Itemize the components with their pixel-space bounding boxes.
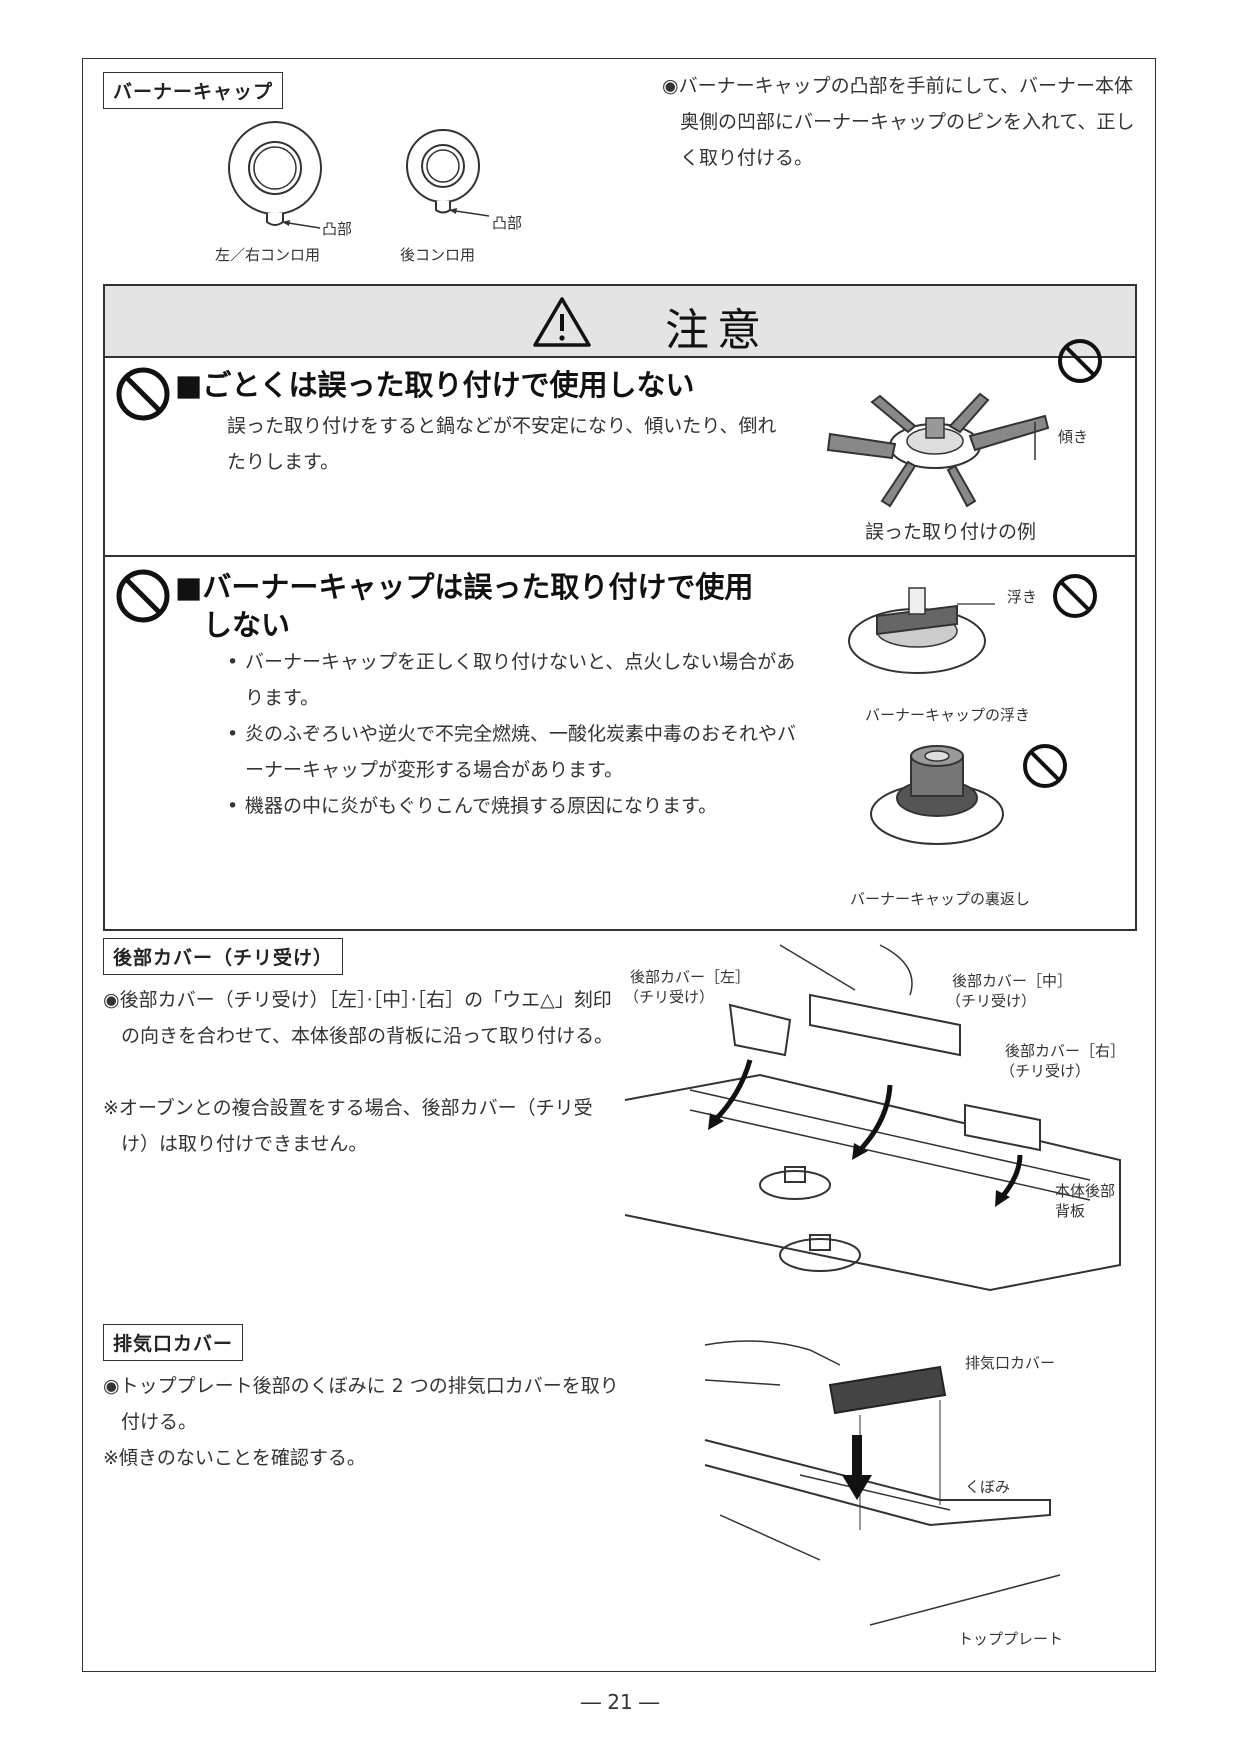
- burner-cap-rear-figure: [406, 129, 490, 217]
- page-frame: [82, 58, 1156, 1672]
- rear-cover-label: 後部カバー（チリ受け）: [103, 938, 344, 975]
- rear-cover-left-callout-2: （チリ受け）: [624, 988, 715, 1006]
- burner-upside-caption: バーナーキャップの裏返し: [850, 890, 1031, 908]
- burner-cap-instruction: ◉バーナーキャップの凸部を手前にして、バーナー本体奥側の凹部にバーナーキャップの…: [662, 75, 1135, 169]
- caution-box: 注意 ■ごとくは誤った取り付けで使用しない 誤った取り付けをすると鍋などが不安定…: [103, 284, 1137, 931]
- rear-cover-right-callout-2: （チリ受け）: [1000, 1062, 1091, 1080]
- prohibition-icon: [1053, 574, 1097, 618]
- rear-cover-back-callout-2: 背板: [1055, 1202, 1086, 1220]
- top-plate-callout: トッププレート: [958, 1630, 1064, 1648]
- page-number: ― 21 ―: [580, 1690, 660, 1714]
- rear-cover-mid-callout-2: （チリ受け）: [946, 992, 1037, 1010]
- caution-item1-title: ■ごとくは誤った取り付けで使用しない: [175, 368, 695, 402]
- exhaust-cover-callout: 排気口カバー: [965, 1354, 1056, 1372]
- caution-item2-title-line1: ■バーナーキャップは誤った取り付けで使用: [175, 570, 754, 604]
- caution-item1-body: 誤った取り付けをすると鍋などが不安定になり、傾いたり、倒れたりします。: [227, 415, 777, 473]
- caution-item2-bullets: バーナーキャップを正しく取り付けないと、点火しない場合があります。 炎のふぞろい…: [227, 644, 797, 824]
- caution-divider: [105, 555, 1135, 557]
- burner-float-label: 浮き: [1007, 588, 1038, 606]
- rear-cover-note: ※オーブンとの複合設置をする場合、後部カバー（チリ受け）は取り付けできません。: [103, 1097, 593, 1155]
- rear-cover-right-callout-1: 後部カバー［右］: [1005, 1042, 1126, 1060]
- burner-cap-upside-down-figure: [870, 745, 1004, 845]
- burner-cap-left-figure: [228, 121, 322, 229]
- prohibition-icon: [116, 569, 170, 623]
- burner-cap-rear-callout: 凸部: [492, 214, 523, 232]
- grate-tilted-figure: [826, 392, 1050, 508]
- prohibition-icon: [116, 367, 170, 421]
- caution-header: 注意: [105, 286, 1135, 358]
- exhaust-cover-instruction: ◉トッププレート後部のくぼみに 2 つの排気口カバーを取り付ける。: [103, 1375, 619, 1433]
- burner-cap-label: バーナーキャップ: [103, 72, 284, 109]
- rear-cover-mid-callout-1: 後部カバー［中］: [952, 972, 1073, 990]
- exhaust-recess-callout: くぼみ: [965, 1478, 1011, 1496]
- grate-tilt-label: 傾き: [1058, 428, 1089, 446]
- rear-cover-back-callout-1: 本体後部: [1055, 1182, 1116, 1200]
- bullet-item: バーナーキャップを正しく取り付けないと、点火しない場合があります。: [227, 644, 797, 716]
- rear-cover-left-callout-1: 後部カバー［左］: [630, 968, 751, 986]
- rear-cover-illustration: [624, 944, 1121, 1292]
- burner-cap-floating-figure: [848, 587, 995, 674]
- prohibition-icon: [1058, 339, 1102, 383]
- bullet-item: 機器の中に炎がもぐりこんで焼損する原因になります。: [227, 788, 797, 824]
- grate-fig-caption: 誤った取り付けの例: [865, 521, 1037, 543]
- bullet-item: 炎のふぞろいや逆火で不完全燃焼、一酸化炭素中毒のおそれやバーナーキャップが変形す…: [227, 716, 797, 788]
- warning-triangle-icon: [533, 297, 591, 347]
- prohibition-icon: [1023, 744, 1067, 788]
- caution-title: 注意: [665, 305, 769, 356]
- caution-item2-title-line2: しない: [203, 608, 291, 642]
- exhaust-cover-note: ※傾きのないことを確認する。: [103, 1447, 366, 1469]
- burner-float-caption: バーナーキャップの浮き: [865, 706, 1031, 724]
- exhaust-cover-illustration: [704, 1340, 1061, 1626]
- rear-cover-instruction: ◉後部カバー（チリ受け）［左］·［中］·［右］の「ウエ△」刻印の向きを合わせて、…: [103, 989, 614, 1047]
- burner-cap-left-caption-text: 左／右コンロ用: [215, 246, 321, 264]
- burner-cap-rear-caption: 後コンロ用: [400, 246, 476, 264]
- burner-cap-left-callout: 凸部: [322, 220, 353, 238]
- exhaust-cover-label: 排気口カバー: [103, 1324, 244, 1361]
